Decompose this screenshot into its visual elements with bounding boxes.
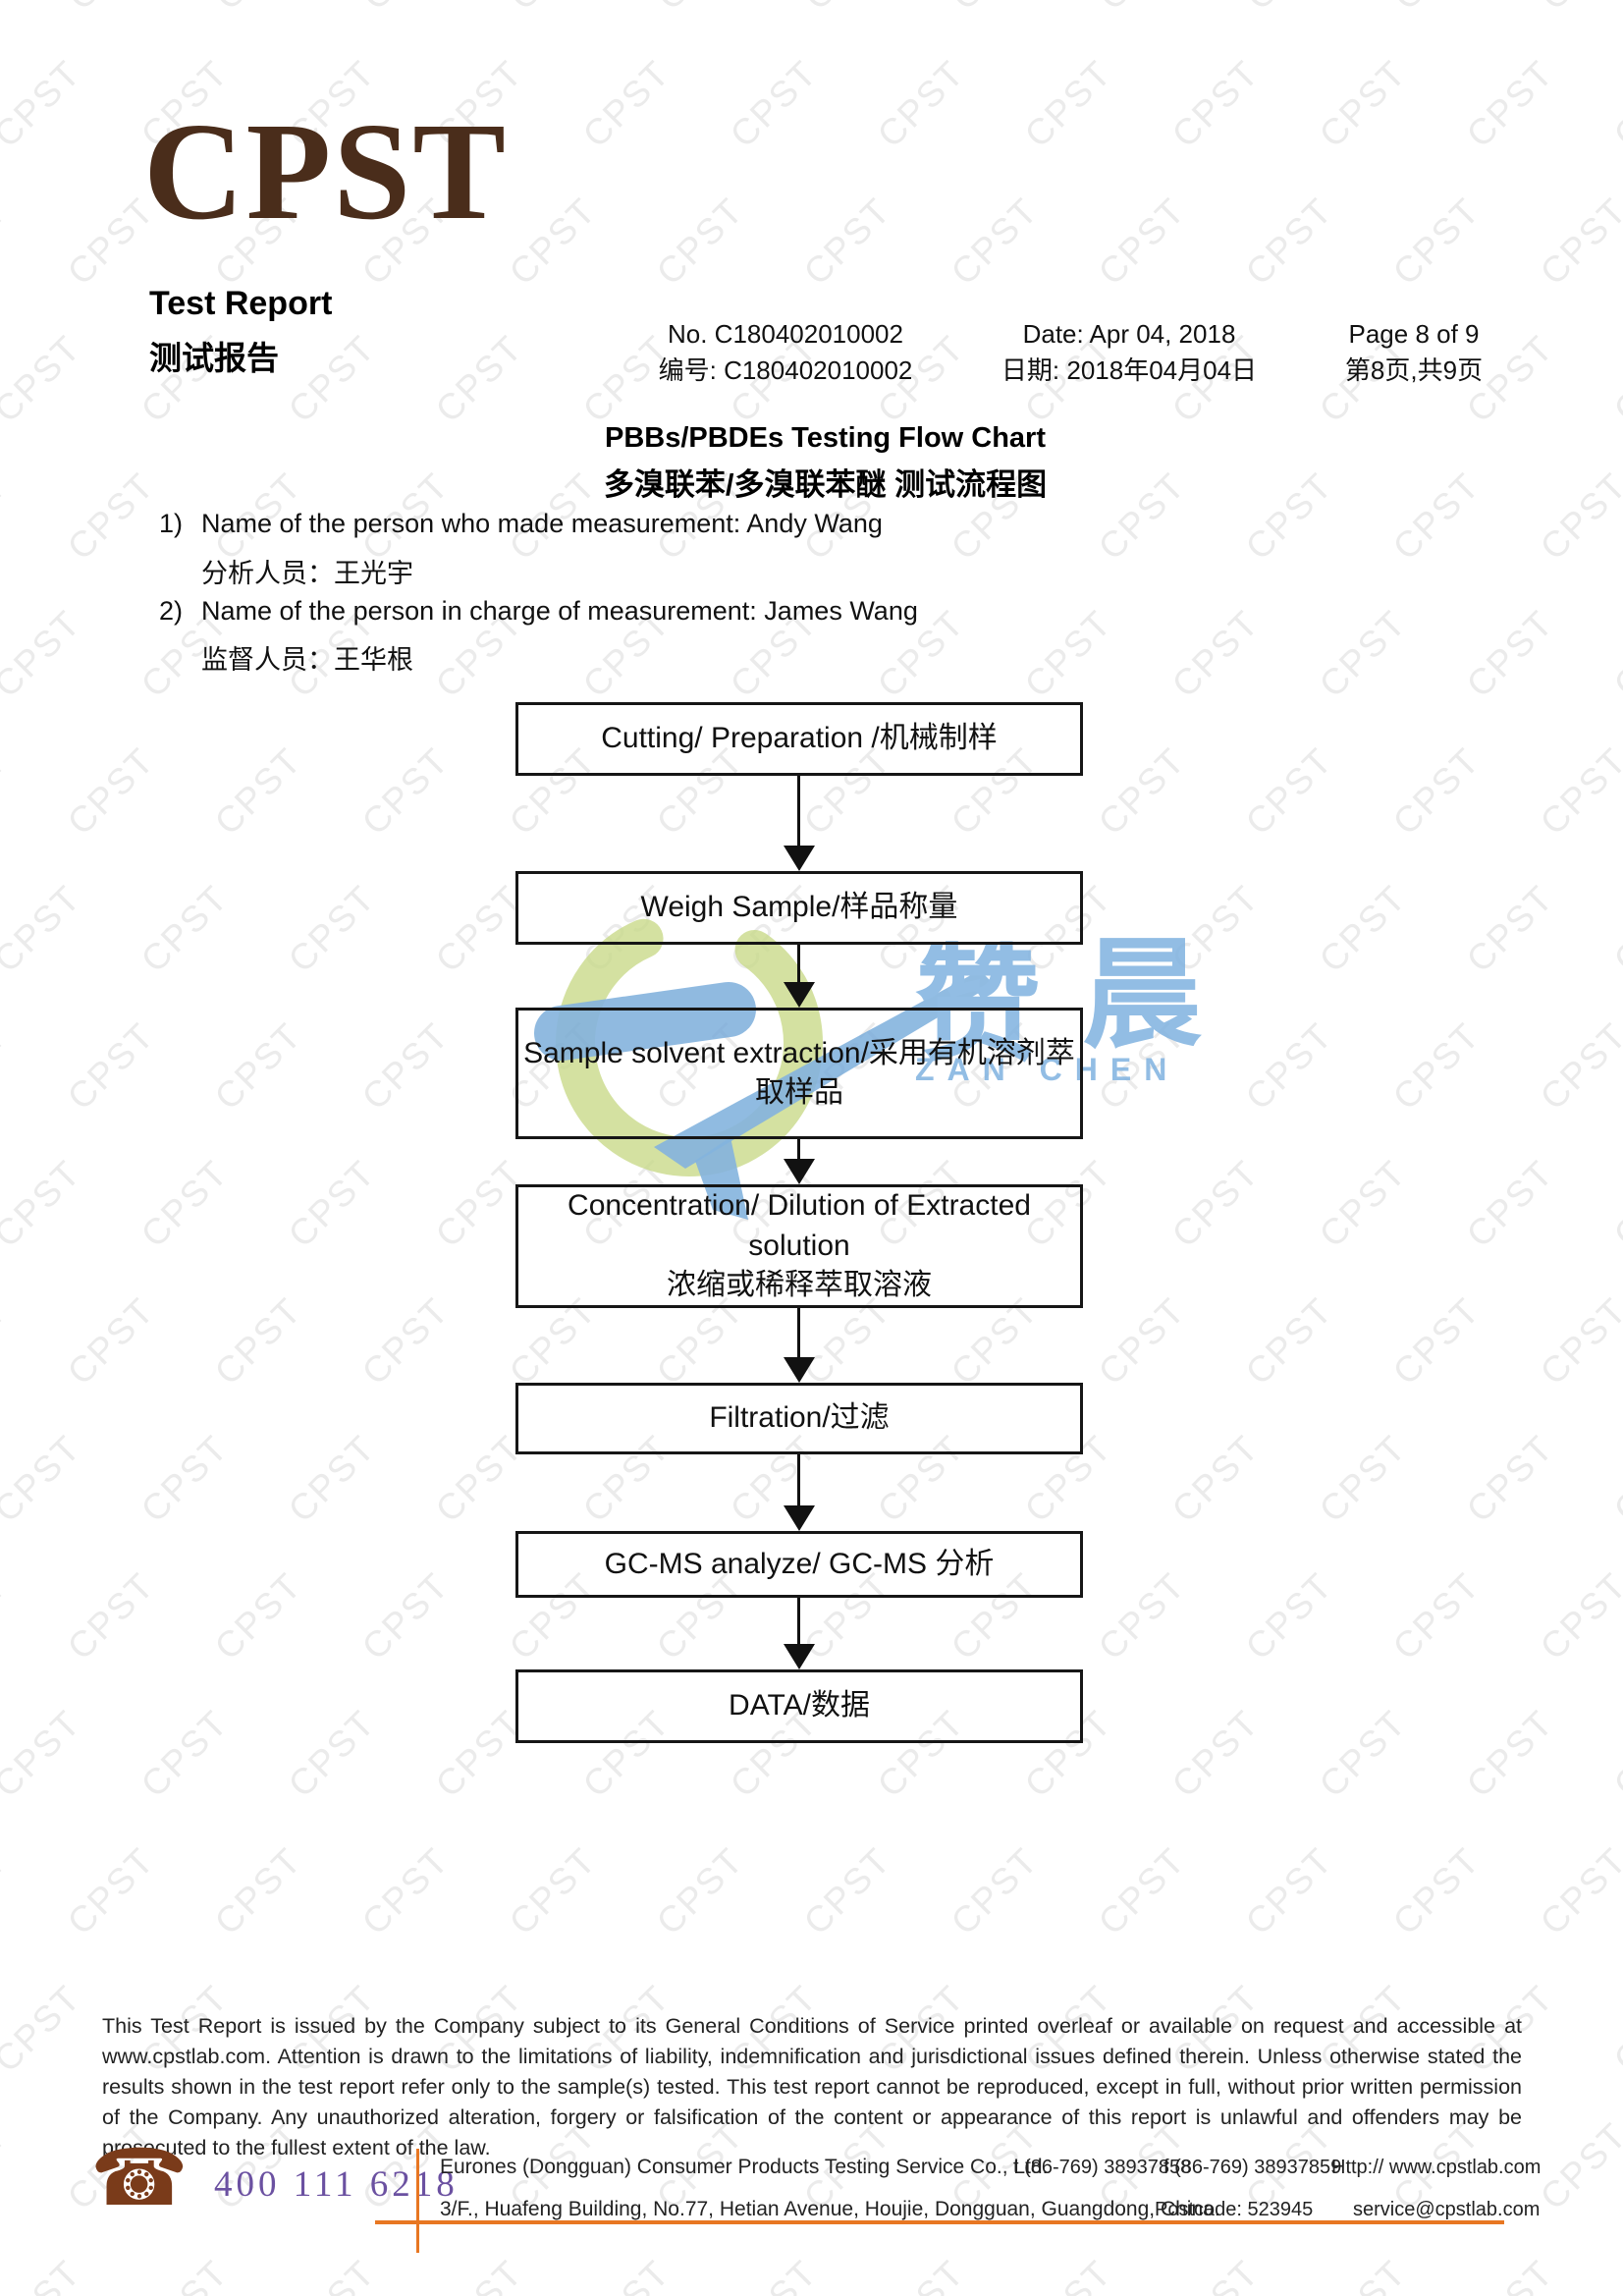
flow-step-text: 浓缩或稀释萃取溶液 xyxy=(667,1269,932,1302)
flow-step-text: Cutting/ Preparation /机械制样 xyxy=(601,722,998,755)
note-1-text-en: Name of the person who made measurement:… xyxy=(201,509,883,538)
report-title-zh: 测试报告 xyxy=(149,340,279,376)
flow-step-concentration: Concentration/ Dilution of Extracted sol… xyxy=(515,1184,1083,1308)
report-date-block: Date: Apr 04, 2018 日期: 2018年04月04日 xyxy=(982,316,1276,389)
flow-step-cutting: Cutting/ Preparation /机械制样 xyxy=(515,702,1083,776)
company-postcode: Postcode: 523945 xyxy=(1155,2199,1314,2220)
phone-icon: ☎ xyxy=(90,2134,189,2221)
cpst-logo: CPST xyxy=(143,93,508,248)
flow-step-extraction: Sample solvent extraction/采用有机溶剂萃 取样品 xyxy=(515,1008,1083,1139)
flow-arrow-icon xyxy=(783,945,816,1008)
flow-step-weigh: Weigh Sample/样品称量 xyxy=(515,871,1083,945)
company-email: service@cpstlab.com xyxy=(1353,2199,1541,2220)
report-number-zh: 编号: C180402010002 xyxy=(658,355,913,385)
flow-step-text: Weigh Sample/样品称量 xyxy=(640,891,958,924)
note-1-number: 1) xyxy=(159,509,184,538)
report-title-en: Test Report xyxy=(149,285,333,322)
flow-step-text: Sample solvent extraction/采用有机溶剂萃 xyxy=(523,1036,1075,1069)
flow-arrow-icon xyxy=(783,1139,816,1184)
flow-step-text: 取样品 xyxy=(755,1076,843,1109)
company-name: Eurones (Dongguan) Consumer Products Tes… xyxy=(440,2156,1049,2178)
report-number-en: No. C180402010002 xyxy=(668,319,903,349)
flowchart-title-zh: 多溴联苯/多溴联苯醚 测试流程图 xyxy=(603,467,1048,502)
report-date-en: Date: Apr 04, 2018 xyxy=(1022,319,1236,349)
flow-step-data: DATA/数据 xyxy=(515,1669,1083,1743)
flow-arrow-icon xyxy=(783,776,816,871)
report-date-zh: 日期: 2018年04月04日 xyxy=(1001,355,1258,385)
legal-disclaimer: This Test Report is issued by the Compan… xyxy=(102,2014,1522,2159)
report-page-block: Page 8 of 9 第8页,共9页 xyxy=(1321,316,1507,389)
note-2-text-en: Name of the person in charge of measurem… xyxy=(201,596,918,626)
report-number-block: No. C180402010002 编号: C180402010002 xyxy=(628,316,943,389)
company-address: 3/F., Huafeng Building, No.77, Hetian Av… xyxy=(440,2198,1220,2220)
flowchart-title-en: PBBs/PBDEs Testing Flow Chart xyxy=(604,422,1047,454)
footer-vertical-divider xyxy=(416,2149,419,2253)
note-1-text-zh: 分析人员：王光宇 xyxy=(201,559,413,588)
flow-arrow-icon xyxy=(783,1454,816,1531)
company-website: Http:// www.cpstlab.com xyxy=(1331,2157,1542,2178)
flow-step-filtration: Filtration/过滤 xyxy=(515,1383,1083,1454)
flow-step-text: Concentration/ Dilution of Extracted sol… xyxy=(568,1189,1031,1262)
flow-arrow-icon xyxy=(783,1598,816,1669)
company-fax: f (86-769) 38937859 xyxy=(1163,2157,1342,2178)
company-telephone: t (86-769) 38937858 xyxy=(1013,2157,1192,2178)
flow-step-gcms: GC-MS analyze/ GC-MS 分析 xyxy=(515,1531,1083,1598)
hotline-number: 400 111 6218 xyxy=(214,2164,459,2205)
flow-step-text: DATA/数据 xyxy=(729,1689,870,1722)
report-page-zh: 第8页,共9页 xyxy=(1344,355,1484,385)
flow-step-text: GC-MS analyze/ GC-MS 分析 xyxy=(604,1547,995,1580)
flow-arrow-icon xyxy=(783,1308,816,1383)
flow-step-text: Filtration/过滤 xyxy=(709,1401,890,1435)
note-2-number: 2) xyxy=(159,596,184,626)
footer-horizontal-rule xyxy=(375,2220,1504,2224)
note-2-text-zh: 监督人员：王华根 xyxy=(201,645,413,675)
report-page-en: Page 8 of 9 xyxy=(1348,319,1480,349)
